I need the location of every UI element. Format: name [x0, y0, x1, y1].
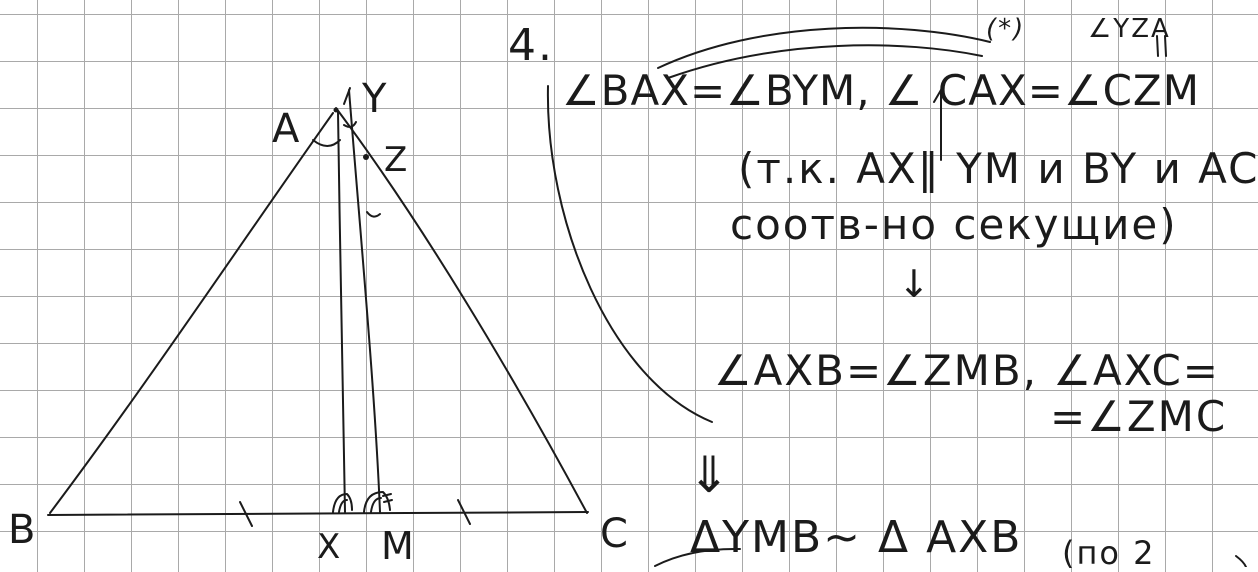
point-label-x: X: [317, 527, 343, 567]
bracket-close: [1235, 555, 1247, 567]
angle-arc-z: [366, 211, 381, 218]
bracket-curve: [546, 85, 713, 423]
arrow-up: [933, 89, 949, 161]
equals-mark: [1156, 35, 1167, 57]
segment-ax: [337, 111, 346, 513]
annotation-star: (*): [986, 14, 1026, 44]
angle-mark-x-inner: [338, 499, 348, 513]
angle-hatch-m: [382, 493, 393, 503]
point-label-z: Z: [384, 140, 410, 180]
angle-arc-a: [312, 139, 341, 147]
link-arc-2: [667, 44, 983, 79]
underline-swash: [654, 547, 741, 567]
point-y-tick: [343, 87, 351, 105]
angle-arc-a-small: [343, 121, 357, 128]
tick-mc: [457, 499, 471, 525]
solution-line-4: ∠AXB=∠ZMB, ∠AXC=: [714, 346, 1220, 395]
point-label-a: A: [272, 106, 302, 152]
arrow-down: ↓: [898, 262, 932, 306]
point-label-c: C: [600, 511, 630, 557]
point-a-dot: [333, 107, 339, 113]
triangle-side-ac: [335, 107, 588, 514]
link-arc-1: [657, 26, 991, 69]
angle-mark-x: [332, 493, 353, 513]
point-label-m: M: [381, 524, 416, 568]
segment-ym: [348, 89, 381, 513]
point-label-y: Y: [362, 76, 389, 122]
implies-arrow: ⇓: [688, 446, 732, 504]
solution-line-6: ΔYMB~ Δ AXB: [690, 512, 1023, 563]
solution-line-3: соотв-но секущие): [730, 200, 1178, 249]
solution-line-6-cont: (по 2: [1062, 534, 1156, 572]
solution-line-2: (т.к. AX‖ YM и BY и AC: [738, 144, 1258, 193]
solution-line-5: =∠ZMC: [1050, 392, 1228, 441]
point-z-dot: [363, 154, 369, 160]
problem-number: 4.: [508, 20, 554, 71]
triangle-side-bc: [47, 511, 589, 516]
solution-line-1: ∠BAX=∠BYM, ∠ CAX=∠CZM: [562, 66, 1200, 115]
angle-mark-m: [363, 491, 391, 513]
triangle-side-ab: [49, 112, 334, 514]
angle-mark-m-inner: [370, 497, 382, 513]
annotation-angle: ∠YZA: [1088, 14, 1171, 44]
tick-bm: [239, 501, 253, 527]
point-label-b: B: [8, 507, 38, 553]
